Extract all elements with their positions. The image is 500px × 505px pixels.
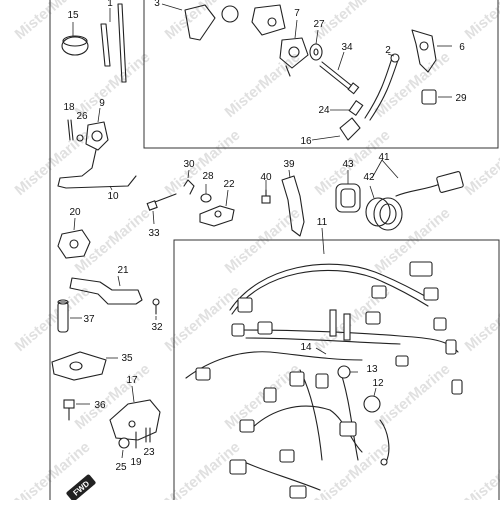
callout-11: 11 [317,217,328,228]
callout-24: 24 [318,105,330,116]
callout-16: 16 [300,136,312,147]
callout-28: 28 [202,171,214,182]
callout-40: 40 [260,172,272,183]
callout-20: 20 [69,207,81,218]
callout-labels: 15 1 3 7 27 2 6 34 29 24 16 18 26 9 10 3… [63,0,467,473]
callout-39: 39 [283,159,295,170]
callout-15: 15 [67,10,79,21]
callout-26: 26 [76,111,88,122]
watermark-text: MisterMarine [222,205,304,278]
fwd-badge: FWD [66,474,96,502]
callout-34: 34 [341,42,353,53]
watermark-text: MisterMarine [312,439,394,500]
callout-23: 23 [143,447,155,458]
callout-21: 21 [117,265,129,276]
callout-1: 1 [107,0,113,9]
part-17-bracket [109,385,161,441]
part-6-clip [411,29,452,73]
callout-17: 17 [126,375,138,386]
part-39-bracket [281,169,305,237]
watermark-text: MisterMarine [462,439,500,500]
callout-25: 25 [115,462,127,473]
part-7-lever [279,19,309,77]
watermark-text: MisterMarine [222,361,304,434]
part-28-washer [200,184,212,203]
upper-group-frame [143,0,499,149]
part-36-bolt [63,399,90,421]
watermark-text: MisterMarine [462,127,500,200]
callout-33: 33 [148,228,160,239]
watermark-text: MisterMarine [372,49,454,122]
part-29-bushing [421,89,452,105]
watermark-text: MisterMarine [12,127,94,200]
part-41-connector [371,159,464,197]
callout-19: 19 [130,457,142,468]
callout-14: 14 [300,342,312,353]
part-43-grommet [335,170,361,213]
part-1-cable-tie [100,3,127,83]
part-34-bolt [319,51,360,95]
callout-36: 36 [94,400,106,411]
callout-18: 18 [63,102,75,113]
part-10-link-rod [57,149,137,191]
part-27-washer [309,29,323,61]
part-33-bolt [146,193,177,225]
callout-13: 13 [366,364,378,375]
part-35-plate [51,351,118,381]
part-22-clamp [199,189,235,227]
watermark-text: MisterMarine [462,283,500,356]
part-9-holder [85,107,109,151]
watermark-text: MisterMarine [462,0,500,43]
watermark-text: MisterMarine [372,361,454,434]
callout-32: 32 [151,322,163,333]
part-26-grommet [76,134,84,142]
part-40-bolt [261,180,271,204]
callout-27: 27 [313,19,325,30]
part-15-plug [61,22,89,56]
callout-29: 29 [455,93,467,104]
callout-9: 9 [99,98,105,109]
callout-30: 30 [183,159,195,170]
callout-12: 12 [372,378,384,389]
callout-22: 22 [223,179,235,190]
part-21-bracket [69,275,143,305]
part-20-grommet [57,217,91,259]
part-30-clip [183,169,195,195]
part-16-end-fitting [311,117,361,141]
part-37-spacer [57,299,82,333]
callout-10: 10 [107,191,119,202]
part-18-pin [67,119,74,141]
part-2-rod [364,53,400,121]
callout-3: 3 [154,0,160,9]
part-25-collar [118,437,130,459]
part-42-seal [365,185,403,231]
callout-7: 7 [294,8,300,19]
harness-connectors [195,261,463,499]
callout-37: 37 [83,314,95,325]
callout-2: 2 [385,45,391,56]
part-24-sleeve [330,100,364,116]
callout-35: 35 [121,353,133,364]
watermark-text: MisterMarine [12,283,94,356]
part-3-bracket-assembly [161,3,286,41]
watermark-text: MisterMarine [222,49,304,122]
callout-42: 42 [363,172,375,183]
part-23-bolt [145,427,151,443]
callout-6: 6 [459,42,465,53]
part-32-screw [152,298,160,320]
callout-43: 43 [342,159,354,170]
callout-41: 41 [378,152,390,163]
